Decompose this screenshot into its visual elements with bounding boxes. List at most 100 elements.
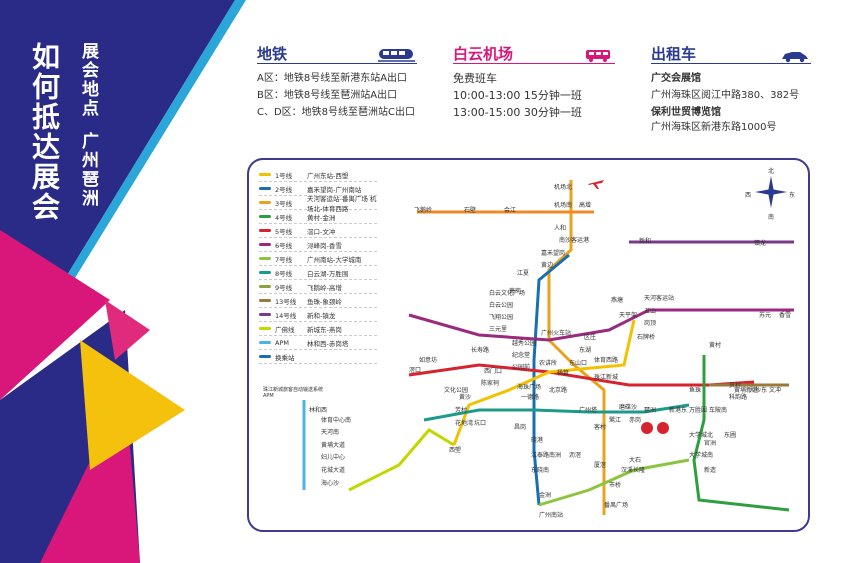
station-label: 广州南站	[539, 512, 564, 519]
legend-line-route: 林和西-赤岗塔	[307, 339, 349, 348]
legend-swatch	[259, 215, 275, 218]
station-label: 万胜围	[689, 407, 708, 414]
compass-north: 北	[768, 168, 775, 175]
legend-row: 3号线天河客运站-番禺广场 机场北-体育西路	[259, 195, 377, 213]
legend-line-name: 4号线	[275, 213, 293, 222]
station-label: 官洲	[704, 440, 717, 447]
legend-line-route: 新和-镇龙	[307, 311, 336, 320]
station-label: 白云公园	[489, 302, 514, 309]
station-label: 员村	[729, 382, 742, 389]
taxi-address-1: 广州海珠区阅江中路380、382号	[651, 90, 800, 101]
station-label: 沥滘	[569, 452, 582, 459]
station-label: 东晓南	[531, 467, 550, 474]
line-4-path	[692, 355, 790, 512]
metro-line-cd: C、D区：地铁8号线至琶洲站C出口	[257, 107, 416, 118]
station-label: 区庄	[584, 334, 597, 341]
station-label: 天河客运站	[644, 295, 675, 302]
legend-row: 2号线嘉禾望岗-广州南站	[259, 182, 377, 196]
legend-line-name: 5号线	[275, 227, 293, 236]
legend-line-name: 6号线	[275, 241, 293, 250]
metro-line-b: B区：地铁8号线至琶洲站A出口	[257, 90, 398, 101]
station-label: 南洲	[549, 452, 562, 459]
station-label: 昌岗	[514, 424, 527, 431]
expo-marker-b	[657, 422, 669, 434]
apm-legend-text: 珠江新城旅客自动输送系统 APM	[263, 387, 324, 399]
station-label: 晓港	[531, 437, 544, 444]
train-icon	[378, 49, 415, 62]
station-label: 苏元	[759, 312, 772, 319]
legend-row: 广佛线 新城东-燕岗	[259, 322, 377, 336]
station-label: 人和	[554, 225, 567, 232]
station-label: 海心沙	[321, 480, 340, 487]
legend-line-route: 新城东-燕岗	[307, 325, 342, 334]
station-label: 燕塘	[611, 297, 624, 304]
station-label: 农讲所	[539, 360, 558, 367]
station-label: 黄埔大道	[321, 442, 346, 449]
main-title: 如何抵达展会	[28, 42, 61, 222]
station-label: 广州塔	[579, 407, 598, 414]
station-label: 珠江新城	[594, 374, 619, 381]
station-label: 文化公园	[444, 387, 469, 394]
taxi-address-2: 广州海珠区新港东路1000号	[651, 122, 777, 133]
legend-line-name: 换乘站	[275, 353, 295, 362]
metro-lines-svg	[302, 180, 794, 515]
legend-line-route: 飞鹅岭-高增	[307, 283, 342, 292]
station-label: 如意坊	[419, 357, 438, 364]
taxi-venue-1: 广交会展馆	[651, 73, 701, 84]
station-label: 嘉禾望岗	[541, 250, 566, 257]
station-label: 大学城北	[689, 432, 714, 439]
legend-line-route: 广州南站-大学城南	[307, 255, 362, 264]
legend-line-name: 2号线	[275, 185, 293, 194]
station-label: 坑口	[474, 420, 487, 427]
compass-icon	[755, 176, 787, 208]
legend-swatch	[259, 341, 275, 344]
station-label: 西塱	[449, 447, 462, 454]
legend-line-route: 滘口-文冲	[307, 227, 336, 236]
magenta-triangle	[0, 230, 110, 400]
station-label: 客村	[594, 424, 607, 431]
station-label: 会江	[504, 207, 517, 214]
station-label: 一德路	[521, 394, 540, 401]
station-label: 三元里	[489, 326, 508, 333]
guangfo-line-path	[348, 428, 455, 492]
airport-schedule-2: 13:00-15:00 30分钟一班	[453, 106, 582, 119]
station-label: 机场南	[554, 202, 573, 209]
line-8-path	[423, 403, 690, 422]
subtitle-place: 广州琶洲	[78, 132, 98, 208]
station-label: 体育中心南	[321, 417, 352, 424]
metro-title: 地铁	[257, 45, 288, 63]
metro-line-a: A区：地铁8号线至新港东站A出口	[257, 73, 408, 84]
station-label: 科韵路	[729, 394, 748, 401]
legend-line-name: 9号线	[275, 283, 293, 292]
legend-swatch	[259, 327, 275, 330]
legend-row: 14号线新和-镇龙	[259, 308, 377, 322]
legend-line-name: 广佛线	[275, 325, 295, 334]
station-label: 东湖	[579, 347, 592, 354]
station-label: 江泰路	[531, 452, 550, 459]
station-label: 东山口	[569, 360, 588, 367]
legend-swatch	[259, 299, 275, 302]
station-label: 石牌桥	[637, 334, 656, 341]
station-label: 陈家祠	[481, 380, 500, 387]
station-label: 新港东	[669, 407, 688, 414]
station-label: 萧岗	[509, 288, 522, 295]
legend-swatch	[259, 173, 275, 176]
legend-row: 9号线 飞鹅岭-高增	[259, 280, 377, 294]
station-label: 赤岗	[629, 417, 642, 424]
taxi-divider	[651, 63, 811, 64]
line-6-path	[408, 308, 794, 342]
station-label: 长寿路	[471, 347, 490, 354]
station-label: 江夏	[517, 270, 530, 277]
yellow-triangle	[80, 340, 185, 470]
station-label: 镇龙	[754, 240, 767, 247]
station-label: 鹭江	[609, 417, 622, 424]
airport-divider	[453, 63, 615, 64]
station-label: 香雪	[779, 312, 792, 319]
legend-swatch	[259, 187, 275, 190]
station-label: 金洲	[539, 492, 552, 499]
legend-line-route: 白云湖-万胜围	[307, 269, 349, 278]
legend-line-name: 8号线	[275, 269, 293, 278]
legend-row: 5号线 滘口-文冲	[259, 224, 377, 238]
